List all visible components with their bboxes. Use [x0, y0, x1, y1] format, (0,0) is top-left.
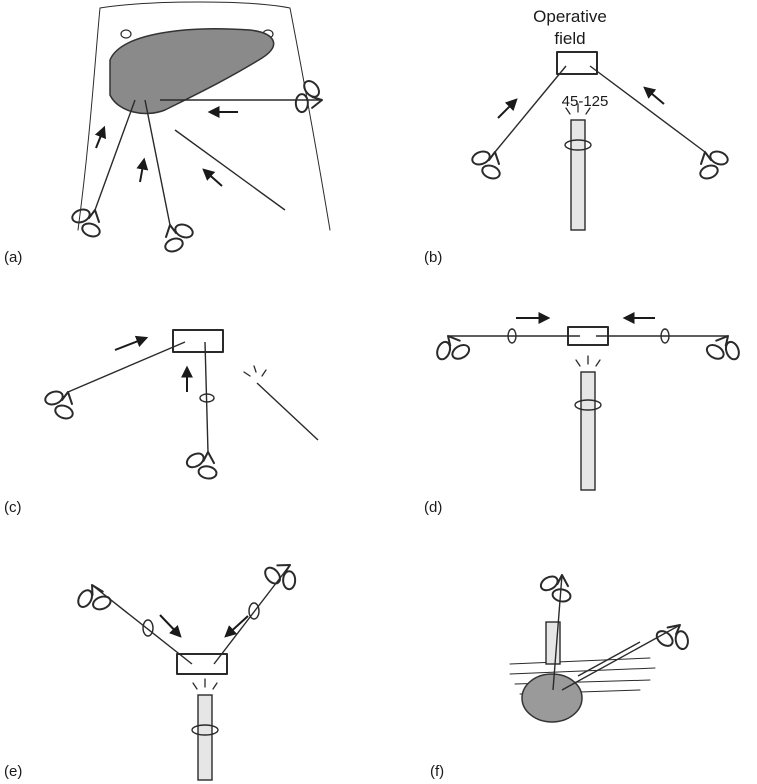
- laparoscope: [581, 372, 595, 490]
- instrument-shaft: [562, 625, 680, 690]
- panel-c: (c): [4, 330, 318, 516]
- panel-label-d: (d): [424, 499, 442, 516]
- operative-field-box: [173, 330, 223, 352]
- grip-handle: [470, 149, 501, 180]
- arrow: [115, 338, 146, 350]
- arrow: [160, 615, 180, 636]
- instrument-shaft: [205, 342, 208, 452]
- trocar: [175, 130, 285, 210]
- grip-handle: [698, 149, 729, 180]
- panel-b: Operative field 45-125 (b): [424, 7, 730, 266]
- laparoscope: [198, 695, 212, 780]
- laparoscope: [571, 120, 585, 230]
- panel-label-f: (f): [430, 763, 444, 780]
- grip-handle: [71, 579, 115, 623]
- angle-range-label: 45-125: [562, 93, 609, 110]
- panel-label-b: (b): [424, 249, 442, 266]
- panel-d: (d): [424, 318, 746, 516]
- nipple-left: [121, 30, 131, 38]
- laparoscope: [257, 383, 318, 440]
- instrument-shaft: [145, 100, 170, 225]
- panel-label-a: (a): [4, 249, 22, 266]
- arrow: [140, 160, 144, 182]
- grip-handle: [287, 76, 327, 116]
- grip-handle: [261, 558, 301, 598]
- instrument-shaft: [214, 565, 290, 664]
- panel-f: (f): [430, 571, 695, 780]
- operative-field-label: Operative: [533, 7, 607, 26]
- light-rays: [244, 366, 266, 376]
- panel-label-c: (c): [4, 499, 22, 516]
- light-rays: [576, 356, 600, 366]
- grip-handle: [163, 222, 194, 253]
- light-rays: [193, 679, 217, 689]
- panel-e: (e): [4, 558, 301, 780]
- instrument-shaft: [95, 100, 135, 210]
- grip-handle: [183, 448, 219, 484]
- grip-handle: [70, 207, 101, 238]
- panel-label-e: (e): [4, 763, 22, 780]
- instrument-shaft: [68, 342, 185, 392]
- grip-handle: [537, 571, 573, 607]
- panel-a: (a): [4, 2, 330, 266]
- arrow: [96, 128, 104, 148]
- arrow: [645, 88, 664, 104]
- grip-handle: [652, 618, 695, 661]
- grip-handle: [43, 389, 74, 420]
- operative-field-label-2: field: [554, 29, 585, 48]
- organ: [522, 674, 582, 722]
- trocar-ring: [143, 620, 153, 636]
- arrow: [498, 100, 516, 118]
- arrow: [204, 170, 222, 186]
